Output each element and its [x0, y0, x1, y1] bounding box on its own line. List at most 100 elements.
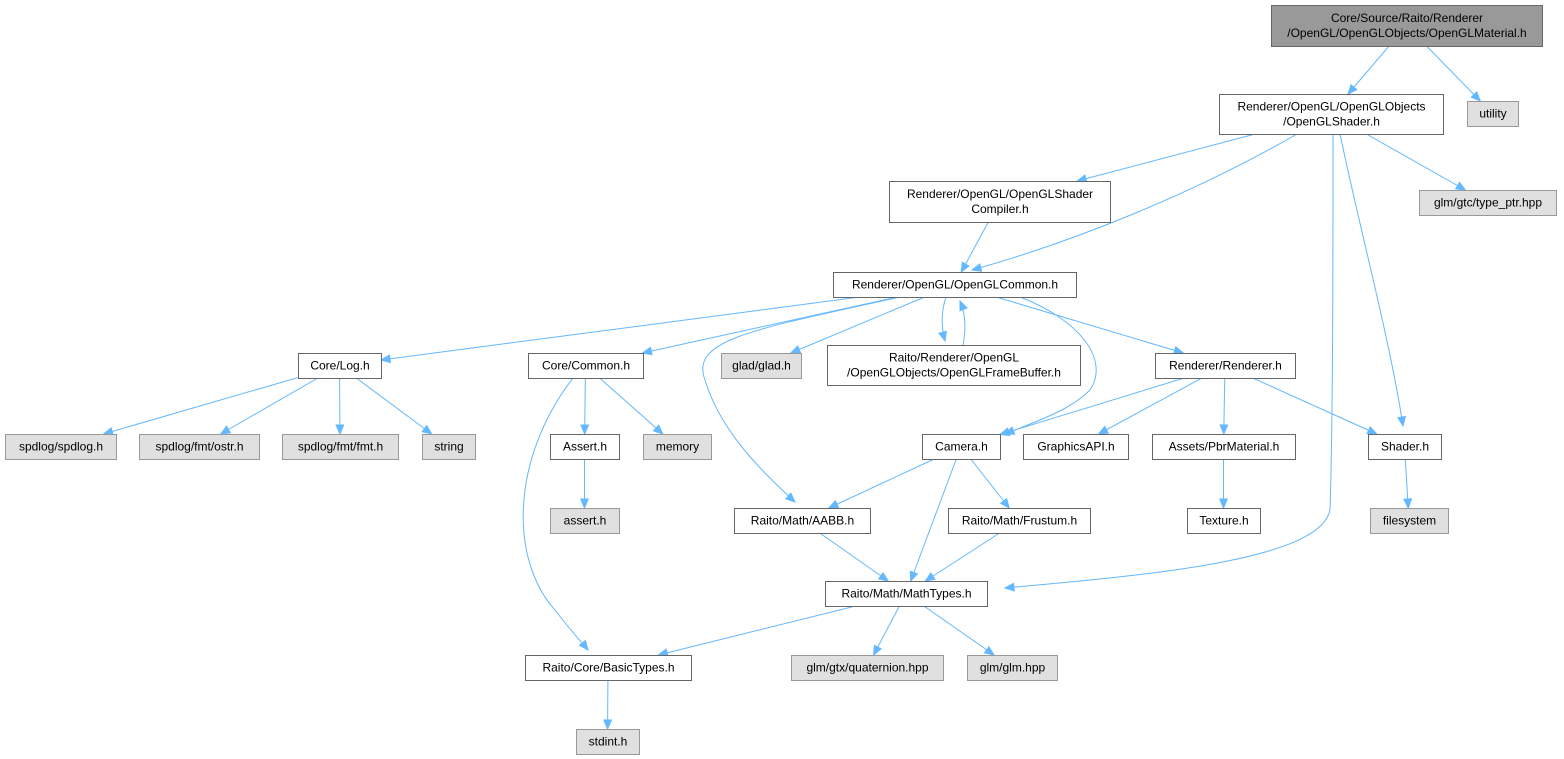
node-graphicsapi[interactable]: GraphicsAPI.h	[1023, 434, 1129, 460]
node-box	[1023, 434, 1129, 460]
node-label: Core/Common.h	[542, 359, 630, 373]
edge-pbr-to-texture	[1218, 459, 1229, 510]
node-label: memory	[656, 440, 699, 454]
node-label: stdint.h	[589, 735, 628, 749]
arrowhead	[335, 424, 345, 436]
node-label: spdlog/fmt/fmt.h	[298, 440, 383, 454]
node-label: glad/glad.h	[732, 359, 791, 373]
node-mathtypes[interactable]: Raito/Math/MathTypes.h	[825, 581, 988, 607]
edge-aabb-to-mathtypes	[819, 532, 890, 582]
nodes-layer: Core/Source/Raito/Renderer/OpenGL/OpenGL…	[5, 5, 1557, 755]
node-box	[1187, 508, 1261, 534]
node-common-gl[interactable]: Renderer/OpenGL/OpenGLCommon.h	[833, 272, 1077, 298]
node-core-common[interactable]: Core/Common.h	[528, 353, 644, 379]
node-box	[721, 353, 802, 379]
edge-common_gl-to-glad	[789, 296, 925, 354]
node-pbr[interactable]: Assets/PbrMaterial.h	[1152, 434, 1296, 460]
node-label: /OpenGL/OpenGLObjects/OpenGLMaterial.h	[1287, 26, 1526, 40]
node-texture[interactable]: Texture.h	[1187, 508, 1261, 534]
node-label: Core/Source/Raito/Renderer	[1331, 11, 1483, 25]
node-glm: glm/glm.hpp	[967, 655, 1058, 681]
node-box	[948, 508, 1091, 534]
arrowhead	[872, 644, 883, 657]
node-aabb[interactable]: Raito/Math/AABB.h	[734, 508, 871, 534]
arrowhead	[641, 346, 653, 356]
node-label: Assets/PbrMaterial.h	[1169, 440, 1280, 454]
edge-renderer-to-camera	[998, 377, 1185, 437]
node-label: spdlog/fmt/ostr.h	[155, 440, 243, 454]
node-box	[1219, 94, 1444, 135]
node-label: filesystem	[1383, 514, 1436, 528]
node-log[interactable]: Core/Log.h	[298, 353, 382, 379]
edge-camera-to-mathtypes	[909, 458, 957, 583]
node-basictypes[interactable]: Raito/Core/BasicTypes.h	[525, 655, 692, 681]
node-box	[734, 508, 871, 534]
edge-shader-to-filesystem	[1403, 458, 1413, 510]
edge-core_common-to-basictypes	[522, 377, 589, 652]
arrowhead	[421, 424, 433, 435]
edge-shader_gl-to-type_ptr	[1366, 133, 1467, 191]
node-box	[791, 655, 944, 681]
arrowhead	[784, 492, 796, 503]
node-box	[528, 353, 644, 379]
edge-camera-to-frustum	[970, 458, 1010, 510]
node-box	[550, 434, 620, 460]
edge-mathtypes-to-glm	[923, 605, 996, 656]
node-label: Camera.h	[935, 440, 988, 454]
arrowhead	[827, 499, 840, 509]
node-frustum[interactable]: Raito/Math/Frustum.h	[948, 508, 1091, 534]
node-shader-gl[interactable]: Renderer/OpenGL/OpenGLObjects/OpenGLShad…	[1219, 94, 1444, 135]
node-assert-c: assert.h	[550, 508, 620, 534]
node-label: /OpenGLObjects/OpenGLFrameBuffer.h	[847, 366, 1061, 380]
node-label: Shader.h	[1381, 440, 1429, 454]
arrowhead	[578, 639, 589, 652]
node-filesystem: filesystem	[1370, 508, 1449, 534]
edge-renderer-to-graphicsapi	[1097, 377, 1203, 435]
edge-common_gl-to-aabb	[702, 296, 901, 503]
node-box	[298, 353, 382, 379]
node-box	[1467, 101, 1519, 127]
node-label: /OpenGLShader.h	[1283, 115, 1380, 129]
node-box	[282, 434, 399, 460]
node-box	[1419, 190, 1557, 216]
node-camera[interactable]: Camera.h	[922, 434, 1001, 460]
node-label: glm/glm.hpp	[980, 661, 1046, 675]
edge-core_common-to-assert	[580, 377, 590, 436]
node-label: assert.h	[564, 514, 607, 528]
node-assert[interactable]: Assert.h	[550, 434, 620, 460]
node-renderer[interactable]: Renderer/Renderer.h	[1155, 353, 1296, 379]
node-label: spdlog/spdlog.h	[19, 440, 103, 454]
node-label: Assert.h	[563, 440, 607, 454]
node-root[interactable]: Core/Source/Raito/Renderer/OpenGL/OpenGL…	[1271, 5, 1543, 47]
node-label: Renderer/Renderer.h	[1169, 359, 1282, 373]
node-label: Raito/Math/Frustum.h	[962, 514, 1077, 528]
node-label: Core/Log.h	[310, 359, 369, 373]
node-box	[422, 434, 476, 460]
node-stdint: stdint.h	[576, 729, 640, 755]
node-framebuffer[interactable]: Raito/Renderer/OpenGL/OpenGLObjects/Open…	[827, 345, 1081, 386]
node-box	[827, 345, 1081, 386]
arrowhead	[789, 345, 802, 354]
arrowhead	[219, 425, 232, 435]
node-label: Renderer/OpenGL/OpenGLObjects	[1237, 100, 1425, 114]
edge-camera-to-aabb	[827, 458, 935, 509]
edge-shader_gl-to-shader	[1339, 133, 1407, 428]
node-shader[interactable]: Shader.h	[1368, 434, 1442, 460]
edges-layer	[102, 45, 1482, 731]
arrowhead	[959, 299, 968, 312]
arrowhead	[1454, 181, 1467, 191]
node-box	[825, 581, 988, 607]
node-label: Raito/Renderer/OpenGL	[889, 351, 1019, 365]
node-label: Raito/Math/MathTypes.h	[841, 587, 971, 601]
edge-core_common-to-memory	[599, 377, 664, 435]
node-box	[833, 272, 1077, 298]
arrowhead	[652, 424, 664, 435]
edge-common_gl-to-core_common	[641, 296, 898, 356]
node-box	[1271, 5, 1543, 47]
node-label: GraphicsAPI.h	[1037, 440, 1114, 454]
node-utility: utility	[1467, 101, 1519, 127]
arrowhead	[379, 354, 392, 364]
node-box	[1370, 508, 1449, 534]
